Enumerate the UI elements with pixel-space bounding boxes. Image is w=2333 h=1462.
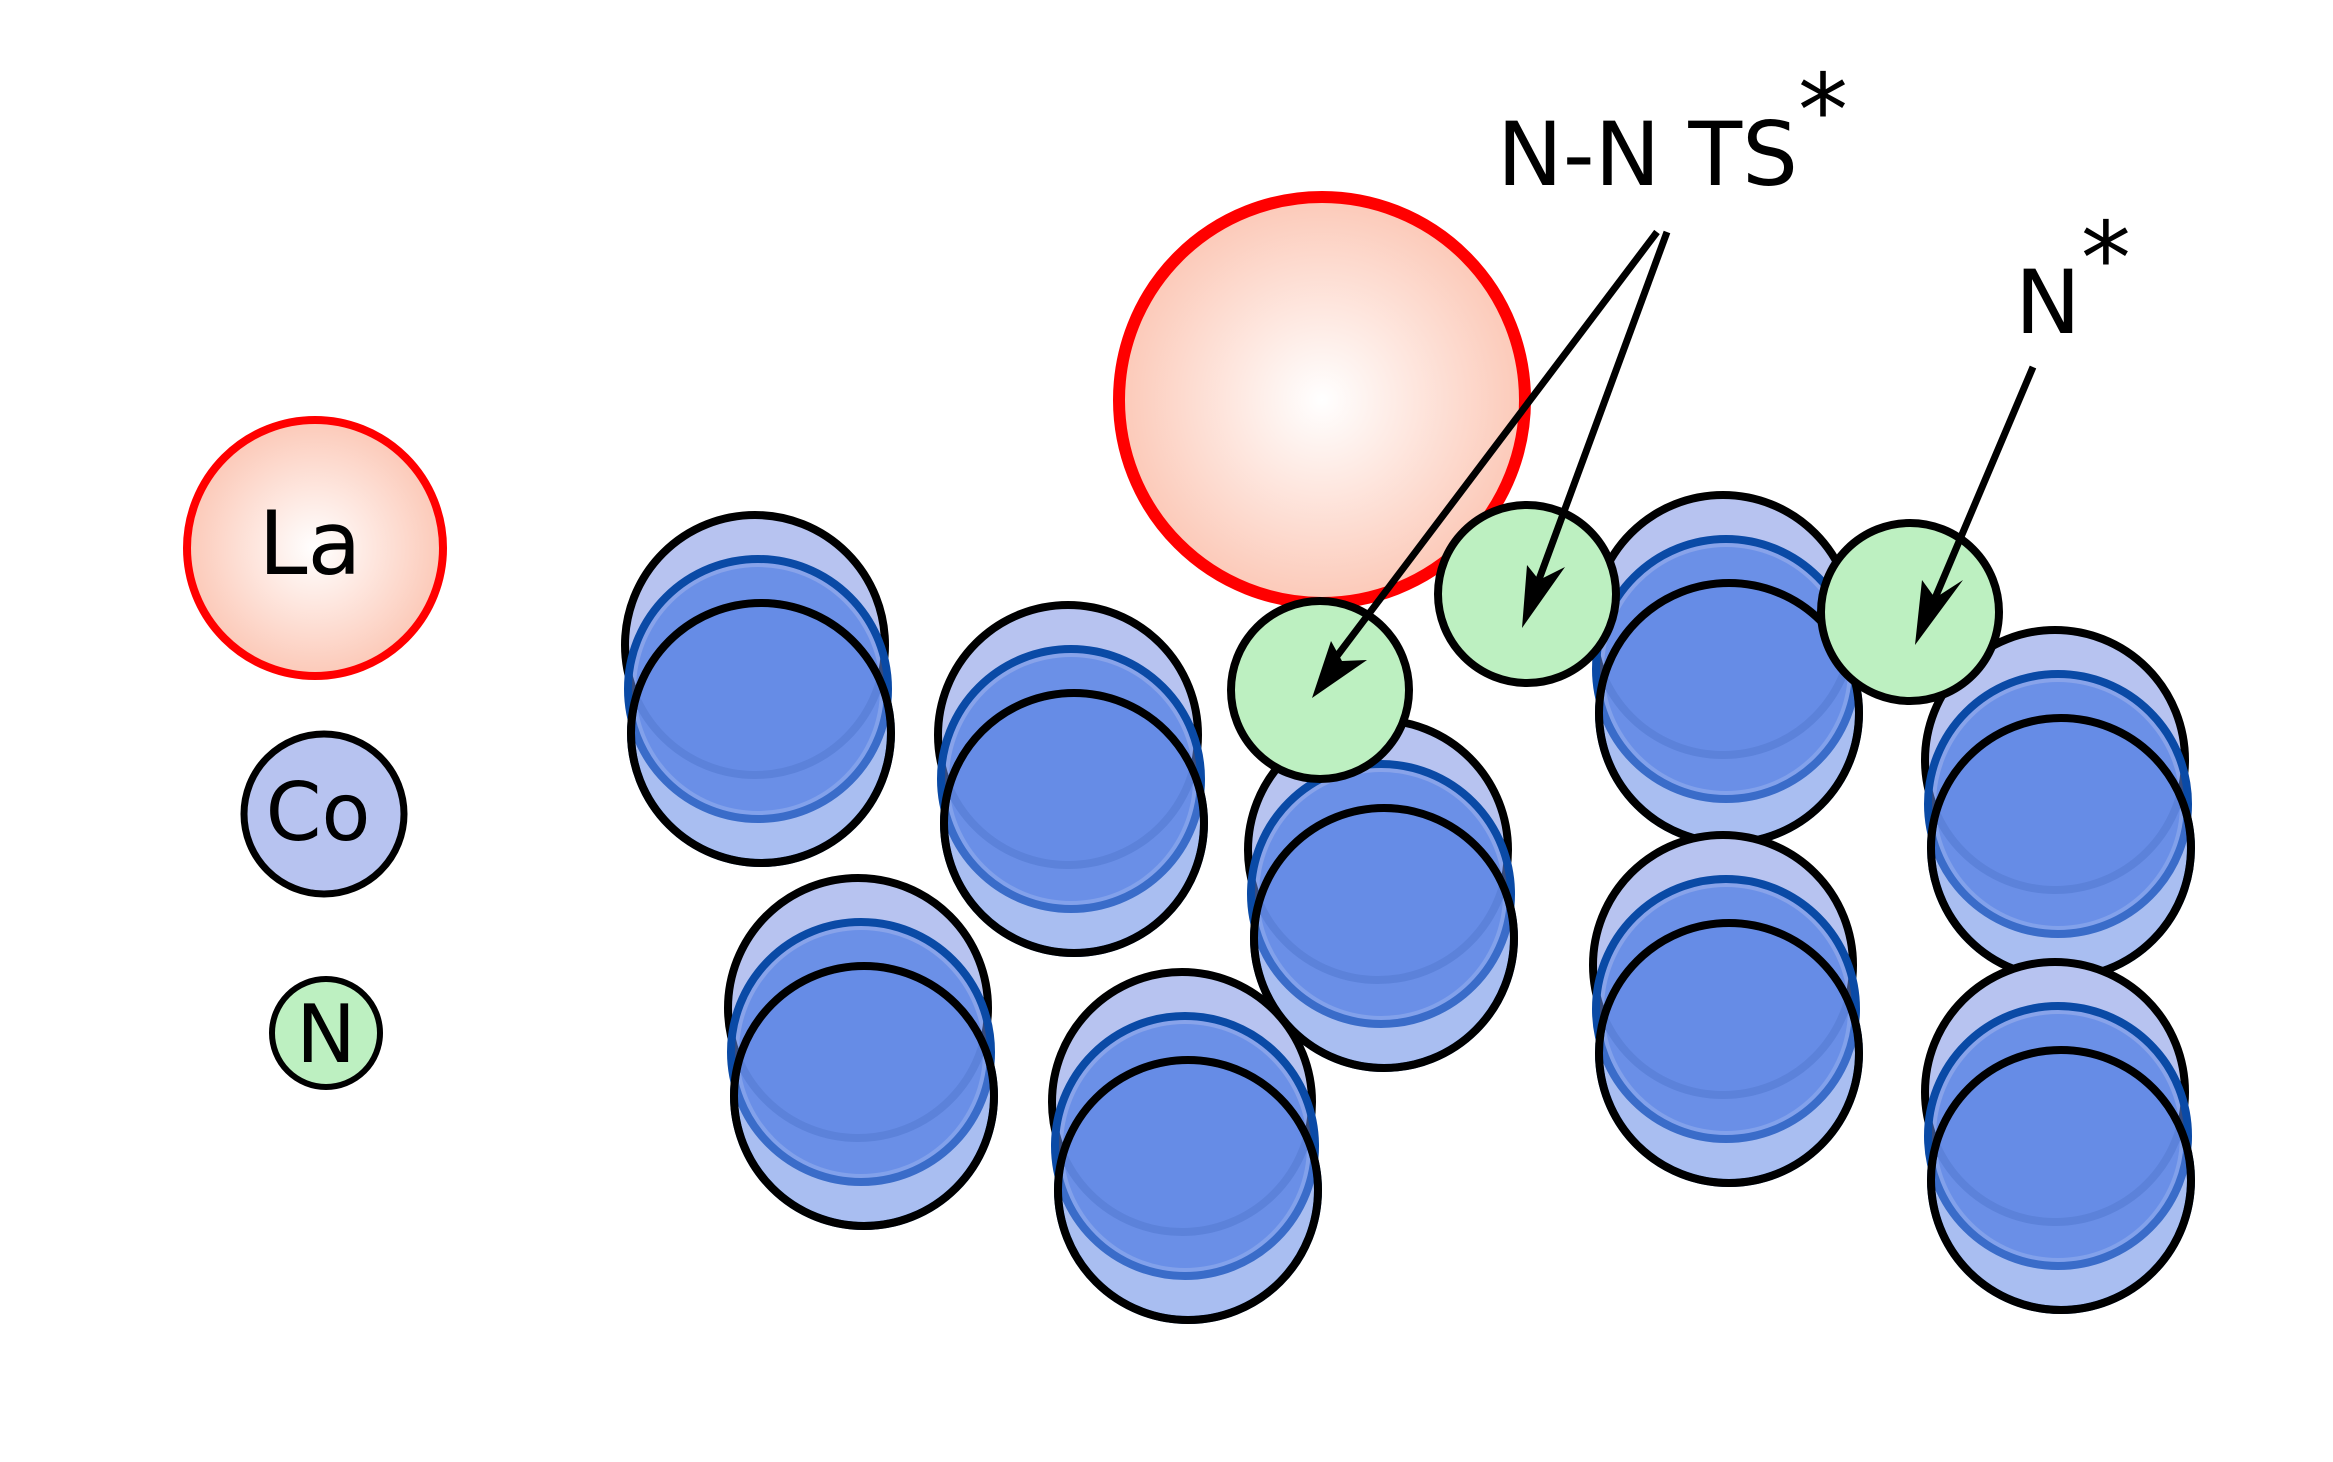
co-atom-stack: [724, 874, 998, 1230]
co-atom-overlap: [636, 567, 880, 811]
legend-label-n: N: [296, 988, 356, 1081]
annotation-nn-ts: N-N TS*: [1312, 52, 1848, 698]
n-atom-adsorbed: [1817, 519, 2003, 705]
legend-la: La: [183, 416, 447, 680]
nn-ts-arrowhead-right: [1522, 565, 1565, 628]
legend-n: N: [269, 976, 383, 1090]
n-star-arrow: [1926, 365, 2037, 612]
co-atom-stack: [1921, 958, 2195, 1314]
n-star-label: N*: [2015, 200, 2131, 354]
co-atom-stack: [1589, 491, 1863, 847]
co-atom-overlap: [1936, 1014, 2180, 1258]
legend: La Co N: [183, 416, 447, 1090]
la-legend-symbol: [183, 416, 447, 680]
co-atom-overlap: [1063, 1024, 1307, 1268]
co-atom-outline: [1927, 1046, 2195, 1314]
co-atom-stack: [621, 511, 895, 867]
n-star-superscript: *: [2081, 200, 2131, 317]
n-star-text: N: [2015, 251, 2081, 354]
co-atom-outline: [1054, 1056, 1322, 1324]
nn-ts-arrow-left: [1334, 229, 1660, 659]
co-atom-stack: [1048, 968, 1322, 1324]
nn-ts-superscript: *: [1798, 52, 1848, 169]
co-atom-overlap: [1604, 547, 1848, 791]
co-atom-overlap: [1604, 887, 1848, 1131]
n-star-arrowhead: [1915, 580, 1963, 645]
co-atom-overlap: [1259, 772, 1503, 1016]
co-legend-symbol: [240, 730, 408, 898]
co-atoms: [621, 491, 2195, 1324]
co-atom-outline: [627, 599, 895, 867]
nn-ts-arrowhead-left: [1312, 641, 1367, 698]
nn-ts-label: N-N TS*: [1497, 52, 1848, 206]
co-atom-outline: [1250, 804, 1518, 1072]
n-legend-symbol: [269, 976, 383, 1090]
legend-label-la: La: [259, 492, 362, 595]
annotation-n-star: N*: [1915, 200, 2131, 645]
co-atom-stack: [1244, 716, 1518, 1072]
nn-ts-arrow-right: [1530, 230, 1671, 595]
co-atom-overlap: [1936, 682, 2180, 926]
co-atom-stack: [1589, 831, 1863, 1187]
legend-co: Co: [240, 730, 408, 898]
co-atom-overlap: [949, 657, 1193, 901]
co-atom-stack: [934, 601, 1208, 957]
co-atom-outline: [730, 962, 998, 1230]
legend-label-co: Co: [266, 766, 371, 859]
co-atom-overlap: [739, 930, 983, 1174]
co-atom-outline: [1595, 919, 1863, 1187]
co-atom-stack: [1921, 626, 2195, 982]
nn-ts-text: N-N TS: [1497, 103, 1798, 206]
co-atom-outline: [940, 689, 1208, 957]
